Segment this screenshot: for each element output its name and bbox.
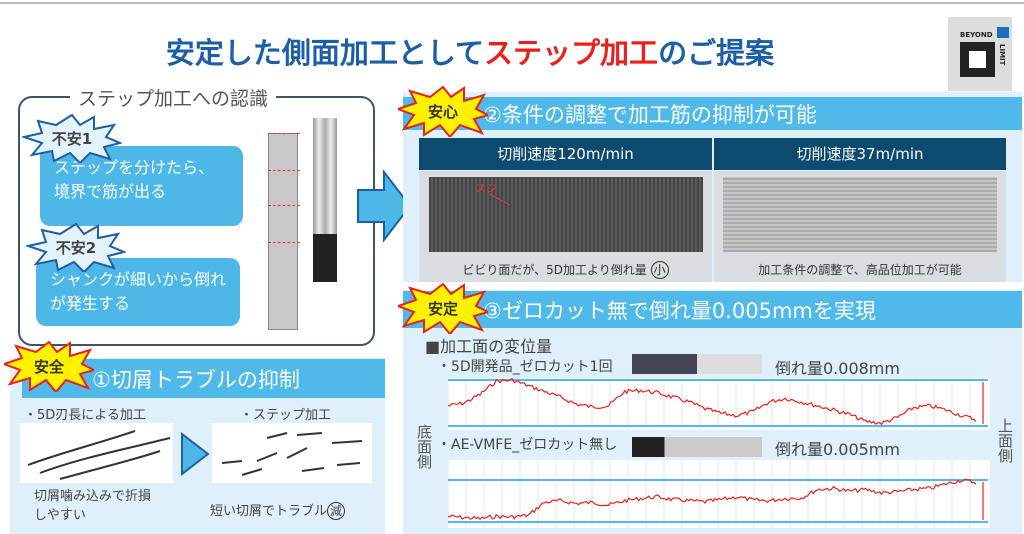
section3-badge: 安定 xyxy=(398,282,488,334)
worry1-bubble: ステップを分けたら、境界で筋が出る xyxy=(40,146,243,226)
top-rule xyxy=(0,2,1024,4)
worry1-badge: 不安1 xyxy=(22,113,122,163)
step-line xyxy=(268,205,300,206)
tool-image-ae-vmfe xyxy=(632,437,762,457)
5d-label: ・5D刃長による加工 xyxy=(24,408,146,423)
section1-badge: 安全 xyxy=(4,340,94,392)
short-chips-image xyxy=(212,423,372,483)
step-caption: 短い切屑でトラブル減 xyxy=(210,500,346,520)
step-label: ・ステップ加工 xyxy=(240,408,332,423)
endmill-illustration xyxy=(313,118,337,282)
workpiece-illustration xyxy=(268,133,298,330)
section3-header: ③ゼロカット無で倒れ量0.005mmを実現 xyxy=(403,291,1022,328)
col2-header: 切削速度37m/min xyxy=(714,138,1006,170)
logo-badge-icon xyxy=(997,27,1009,38)
surface-photo-120 xyxy=(429,177,703,252)
streak-annotation: スジ xyxy=(475,182,497,195)
worry2-badge: 不安2 xyxy=(26,222,126,272)
annotation-arrow-icon xyxy=(488,193,511,206)
circled-small: 小 xyxy=(650,261,669,279)
chart2 xyxy=(448,460,990,528)
chart1 xyxy=(448,378,990,430)
step-line xyxy=(268,170,300,171)
step-line xyxy=(268,133,300,134)
long-chips-image xyxy=(20,423,173,483)
logo-text-beyond: BEYOND xyxy=(960,31,993,39)
recognition-title: ステップ加工への認識 xyxy=(70,84,277,111)
right-arrow-icon xyxy=(357,170,412,242)
worry2-bubble: シャンクが細いから倒れが発生する xyxy=(36,258,240,326)
title-part1: 安定した側面加工として xyxy=(165,36,485,70)
bottom-side-label: 底面側 xyxy=(415,424,433,469)
chart1-amount: 倒れ量0.008mm xyxy=(775,359,900,378)
title-highlight: ステップ加工 xyxy=(484,36,659,70)
col2-caption: 加工条件の調整で、高品位加工が可能 xyxy=(758,263,962,277)
circled-reduce: 減 xyxy=(327,502,346,520)
top-side-label: 上面側 xyxy=(996,418,1014,463)
displacement-series xyxy=(448,378,977,426)
chart2-amount: 倒れ量0.005mm xyxy=(775,440,900,459)
right-triangle-icon xyxy=(181,432,210,476)
chart2-label: ・AE-VMFE_ゼロカット無し xyxy=(437,437,618,453)
displacement-subtitle: ■加工面の変位量 xyxy=(425,337,553,356)
logo-text-limit: LIMIT xyxy=(998,44,1006,66)
starburst-icon xyxy=(22,113,122,163)
title-part3: のご提案 xyxy=(658,36,775,70)
step-line xyxy=(268,242,300,243)
section2-badge: 安心 xyxy=(398,85,488,137)
starburst-icon xyxy=(26,222,126,272)
col1-caption: ビビり面だが、5D加工より倒れ量 小 xyxy=(419,261,712,279)
5d-caption: 切屑噛み込みで折損しやすい xyxy=(34,489,152,523)
beyond-limit-logo: BEYOND LIMIT xyxy=(948,17,1012,91)
col1-header: 切削速度120m/min xyxy=(419,138,712,170)
displacement-series xyxy=(448,478,977,521)
page-title: 安定した側面加工としてステップ加工のご提案 xyxy=(0,30,940,72)
logo-square-icon xyxy=(960,42,995,77)
chart1-label: ・5D開発品_ゼロカット1回 xyxy=(437,359,613,375)
surface-photo-37 xyxy=(723,177,997,252)
section2-header: ②条件の調整で加工筋の抑制が可能 xyxy=(403,97,1022,130)
tool-image-5d xyxy=(632,354,762,374)
